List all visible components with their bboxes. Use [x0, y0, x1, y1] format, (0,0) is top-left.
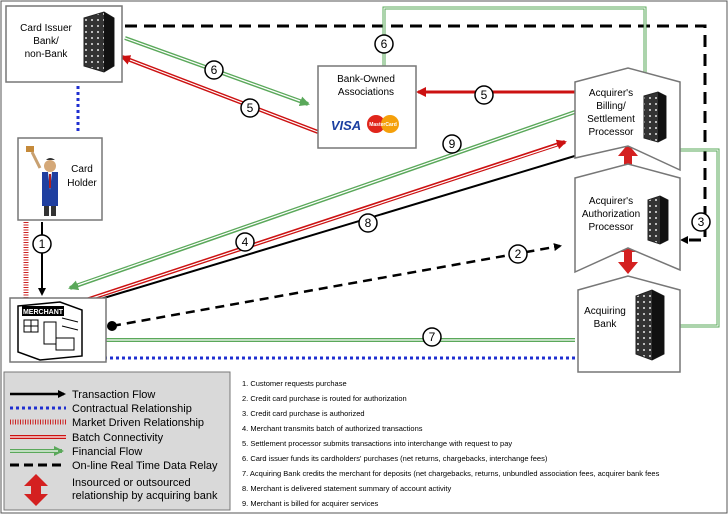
financial-flow-right-inner: [680, 149, 719, 327]
flow-number-9: 9: [442, 134, 462, 154]
acquiring-bank-label-1: Acquiring: [584, 306, 626, 317]
financial-flow-6-top: [382, 6, 647, 80]
acquiring-bank-building-icon: [635, 289, 665, 361]
billing-label-2: Billing/: [596, 101, 626, 112]
note-3: 3. Credit card purchase is authorized: [242, 409, 365, 418]
auth-label-2: Authorization: [582, 209, 640, 220]
legend-item-insourced: Insourced or outsourced relationship by …: [24, 474, 218, 506]
merchant-node[interactable]: MERCHANT: [9, 297, 107, 363]
billing-label-4: Processor: [588, 127, 634, 138]
financial-flow-right: [680, 148, 720, 328]
batch-flow-5-to-issuer-inner: [129, 59, 319, 133]
realtime-relay-issuer-to-auth: [125, 24, 707, 244]
note-4: 4. Merchant transmits batch of authorize…: [242, 424, 423, 433]
svg-text:6: 6: [381, 37, 388, 51]
financial-flow-6-top-inner: [383, 7, 646, 80]
card-holder-node[interactable]: Card Holder: [17, 137, 103, 221]
mastercard-logo-icon: MasterCard: [367, 115, 399, 133]
legend-item-market-driven: Market Driven Relationship: [10, 417, 204, 429]
svg-text:Contractual Relationship: Contractual Relationship: [72, 403, 192, 415]
numbered-notes: 1. Customer requests purchase 2. Credit …: [242, 379, 660, 508]
associations-label-2: Associations: [338, 87, 394, 98]
acquiring-bank-node[interactable]: Acquiring Bank: [577, 275, 681, 373]
card-holder-person-icon: [26, 146, 58, 216]
svg-text:3: 3: [698, 215, 705, 229]
authorization-processor-node[interactable]: Acquirer's Authorization Processor: [574, 163, 681, 274]
legend-item-contractual: Contractual Relationship: [10, 403, 192, 415]
card-holder-label-1: Card: [71, 164, 93, 175]
legend-item-financial: Financial Flow: [10, 446, 142, 458]
billing-processor-node[interactable]: Acquirer's Billing/ Settlement Processor: [574, 67, 681, 172]
flow-number-8: 8: [358, 213, 378, 233]
legend: Transaction Flow Contractual Relationshi…: [3, 371, 231, 511]
svg-text:4: 4: [242, 235, 249, 249]
flow-number-3: 3: [691, 212, 711, 232]
card-holder-label-2: Holder: [67, 178, 97, 189]
flow-number-5-associations: 5: [474, 85, 494, 105]
bank-building-icon: [83, 11, 115, 73]
flow-number-6-top: 6: [374, 34, 394, 54]
card-issuer-label-3: non-Bank: [25, 49, 69, 60]
relay-origin-dot: [107, 321, 117, 331]
note-8: 8. Merchant is delivered statement summa…: [242, 484, 452, 493]
card-issuer-label-1: Card Issuer: [20, 23, 72, 34]
svg-text:2: 2: [515, 247, 522, 261]
svg-text:7: 7: [429, 330, 436, 344]
svg-text:1: 1: [39, 237, 46, 251]
svg-text:relationship by acquiring bank: relationship by acquiring bank: [72, 490, 218, 502]
billing-label-3: Settlement: [587, 114, 635, 125]
svg-text:Batch Connectivity: Batch Connectivity: [72, 432, 164, 444]
billing-label-1: Acquirer's: [589, 88, 633, 99]
billing-building-icon: [643, 91, 667, 143]
flow-number-6-issuer: 6: [204, 60, 224, 80]
flow-number-7: 7: [422, 327, 442, 347]
visa-logo-icon: VISA: [331, 118, 361, 133]
acquiring-bank-label-2: Bank: [594, 319, 618, 330]
legend-item-batch: Batch Connectivity: [10, 432, 164, 444]
legend-item-transaction-flow: Transaction Flow: [10, 389, 155, 401]
merchant-storefront-icon: MERCHANT: [17, 301, 83, 361]
note-7: 7. Acquiring Bank credits the merchant f…: [242, 469, 660, 478]
note-9: 9. Merchant is billed for acquirer servi…: [242, 499, 379, 508]
card-issuer-node[interactable]: Card Issuer Bank/ non-Bank: [5, 5, 123, 83]
associations-node[interactable]: Bank-Owned Associations VISA MasterCard: [317, 65, 417, 149]
flow-number-2: 2: [508, 244, 528, 264]
svg-text:5: 5: [481, 88, 488, 102]
merchant-sign: MERCHANT: [23, 309, 64, 316]
note-5: 5. Settlement processor submits transact…: [242, 439, 512, 448]
svg-text:6: 6: [211, 63, 218, 77]
note-6: 6. Card issuer funds its cardholders' pu…: [242, 454, 548, 463]
svg-text:Insourced or outsourced: Insourced or outsourced: [72, 477, 191, 489]
svg-text:Financial Flow: Financial Flow: [72, 446, 142, 458]
card-issuer-label-2: Bank/: [33, 36, 59, 47]
svg-text:8: 8: [365, 216, 372, 230]
svg-text:9: 9: [449, 137, 456, 151]
flow-number-5-issuer: 5: [240, 98, 260, 118]
svg-text:Market Driven Relationship: Market Driven Relationship: [72, 417, 204, 429]
legend-item-realtime: On-line Real Time Data Relay: [10, 460, 218, 472]
realtime-relay-2: [111, 243, 562, 328]
financial-flow-9-inner: [77, 111, 576, 286]
auth-label-3: Processor: [588, 222, 634, 233]
flow-number-1: 1: [32, 234, 52, 254]
svg-text:Transaction Flow: Transaction Flow: [72, 389, 155, 401]
associations-label-1: Bank-Owned: [337, 74, 395, 85]
visa-label: VISA: [331, 118, 361, 133]
mastercard-label: MasterCard: [369, 122, 397, 128]
transaction-flow-8: [82, 154, 579, 307]
note-1: 1. Customer requests purchase: [242, 379, 347, 388]
svg-text:On-line Real Time Data Relay: On-line Real Time Data Relay: [72, 460, 218, 472]
note-2: 2. Credit card purchase is routed for au…: [242, 394, 407, 403]
auth-building-icon: [647, 195, 669, 245]
batch-flow-4-inner: [79, 144, 558, 303]
flow-number-4: 4: [235, 232, 255, 252]
auth-label-1: Acquirer's: [589, 196, 633, 207]
svg-text:5: 5: [247, 101, 254, 115]
